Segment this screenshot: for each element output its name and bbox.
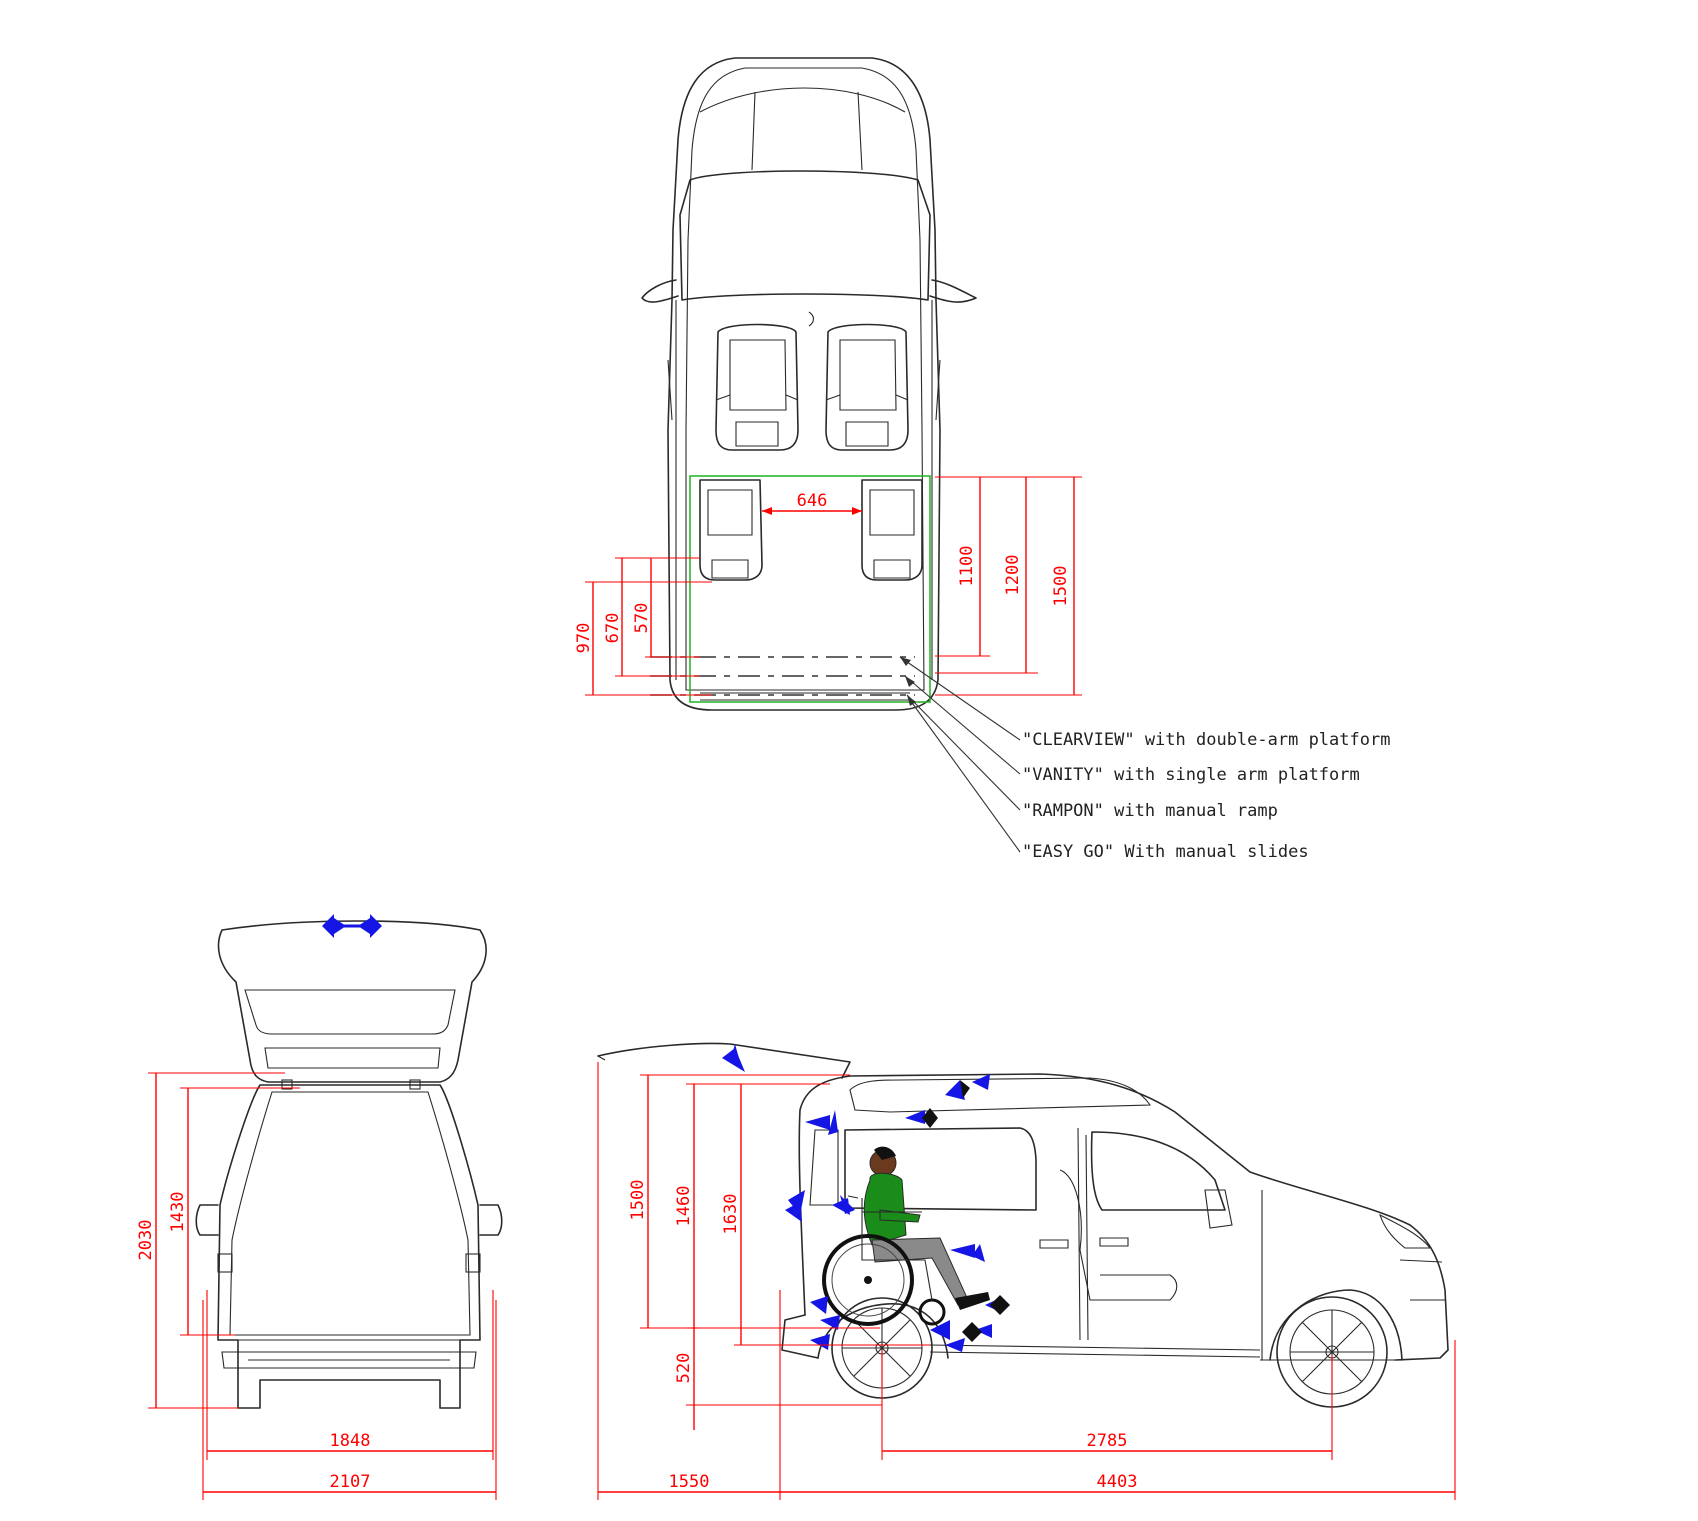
- dim-rear-height: 2030: [136, 1072, 285, 1409]
- side-fixing-points: [722, 1044, 1010, 1352]
- dim-570: 570: [632, 557, 700, 658]
- dim-length: 4403: [780, 1340, 1456, 1500]
- front-left-seat: [715, 323, 799, 451]
- dim-floor-height-label: 520: [674, 1353, 694, 1384]
- top-view: 646 1100 1200 1500 970: [574, 57, 1390, 862]
- dim-rear-clearance-label: 1550: [669, 1472, 710, 1492]
- dim-side-1500-label: 1500: [628, 1180, 648, 1221]
- dim-670: 670: [603, 557, 700, 677]
- note-clearview: "CLEARVIEW" with double-arm platform: [1022, 730, 1390, 750]
- dim-rear-opening-height-label: 1430: [168, 1192, 188, 1233]
- note-rampon: "RAMPON" with manual ramp: [1022, 801, 1278, 821]
- dim-wheelbase: 2785: [881, 1350, 1333, 1460]
- dim-1500-label: 1500: [1051, 566, 1071, 607]
- side-view-van-outline: [597, 1042, 1449, 1408]
- dim-970-label: 970: [574, 623, 594, 654]
- dim-length-label: 4403: [1097, 1472, 1138, 1492]
- dim-side-1630-label: 1630: [721, 1194, 741, 1235]
- dim-seat-gap: 646: [762, 491, 862, 515]
- dim-1100: 1100: [935, 476, 990, 657]
- dim-side-1630: 1630: [721, 1083, 930, 1346]
- dim-970: 970: [574, 581, 712, 696]
- dim-1100-label: 1100: [957, 546, 977, 587]
- rear-right-seat: [861, 479, 923, 581]
- rear-view: 2030 1430 1848 2107: [136, 914, 503, 1500]
- dim-side-1460: 1460: [674, 1083, 830, 1329]
- note-leaders: [899, 656, 1021, 853]
- dim-side-1500: 1500: [628, 1074, 880, 1329]
- dim-rear-width: 2107: [202, 1300, 497, 1500]
- side-view: 1500 1460 1630 520 2785: [597, 1042, 1456, 1500]
- rear-left-seat: [699, 479, 763, 581]
- dim-1200: 1200: [935, 476, 1038, 674]
- top-view-van-outline: [641, 57, 977, 711]
- dim-670-label: 670: [603, 613, 623, 644]
- wheelchair-area-box: [689, 475, 931, 703]
- dim-rear-opening-height: 1430: [168, 1087, 300, 1336]
- front-right-seat: [825, 323, 909, 451]
- dim-570-label: 570: [632, 603, 652, 634]
- wheelchair-user: [822, 1146, 990, 1326]
- dim-1500: 1500: [935, 476, 1082, 696]
- dim-wheelbase-label: 2785: [1087, 1431, 1128, 1451]
- rear-view-van-outline: [195, 920, 503, 1409]
- dim-rear-opening-width: 1848: [206, 1290, 494, 1460]
- dim-rear-opening-width-label: 1848: [330, 1431, 371, 1451]
- dim-rear-clearance: 1550: [597, 1062, 781, 1500]
- dim-floor-height: 520: [674, 1328, 882, 1430]
- dim-1200-label: 1200: [1003, 555, 1023, 596]
- note-vanity: "VANITY" with single arm platform: [1022, 765, 1360, 785]
- dim-seat-gap-label: 646: [797, 491, 828, 511]
- dim-rear-width-label: 2107: [330, 1472, 371, 1492]
- dim-side-1460-label: 1460: [674, 1186, 694, 1227]
- rear-roof-fixing-points: [322, 914, 382, 938]
- dim-rear-height-label: 2030: [136, 1220, 156, 1261]
- note-easy-go: "EASY GO" With manual slides: [1022, 842, 1309, 862]
